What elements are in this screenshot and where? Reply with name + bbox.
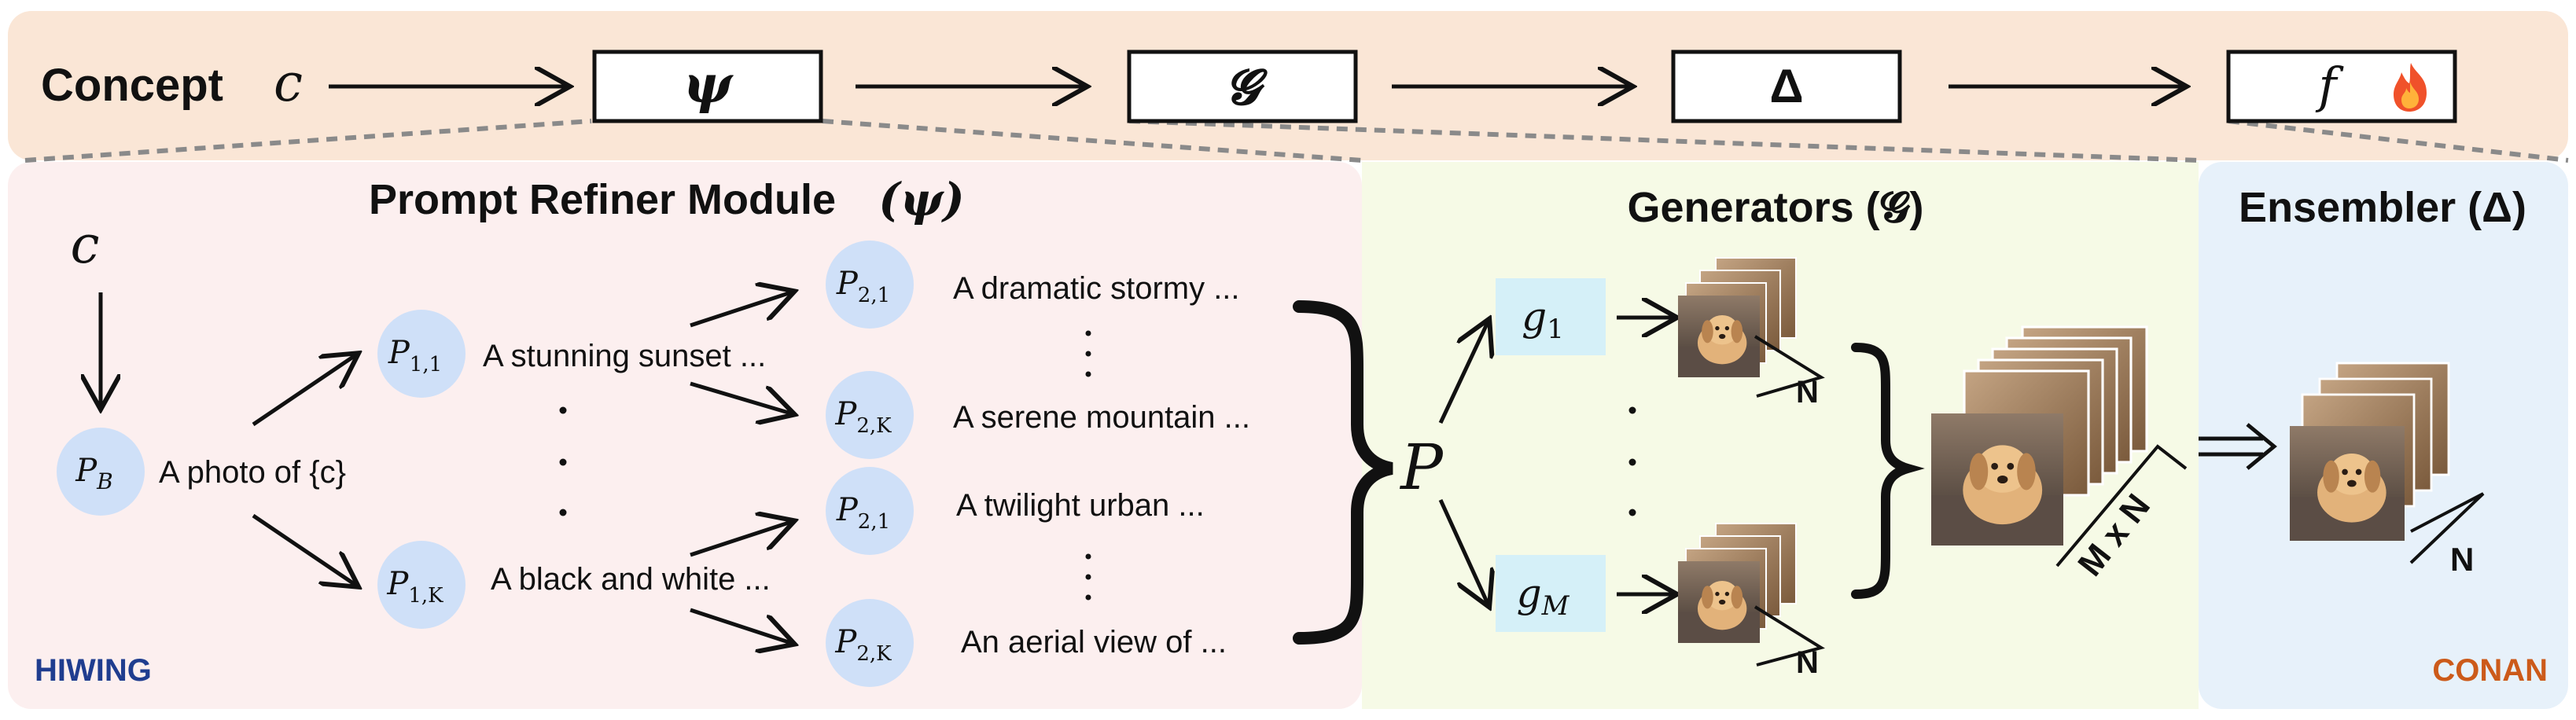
- prompt-text-p2k-a: A serene mountain ...: [953, 400, 1250, 435]
- zoom-guide-generators: [1128, 119, 2199, 163]
- stage-box-psi: [592, 50, 823, 123]
- prompt-set-symbol: P: [1399, 431, 1444, 504]
- bracket-ensembled-n: [2409, 492, 2485, 564]
- level1-ellipsis: [559, 406, 567, 516]
- conan-brand: CONAN: [2432, 653, 2548, 688]
- node-pb: [57, 428, 145, 516]
- generator-ellipsis: [1628, 406, 1636, 516]
- arrow-p-to-g1: [1438, 322, 1488, 424]
- zoom-guide-refiner-right: [822, 119, 1363, 163]
- generator-gm-label: gM: [1517, 571, 1570, 622]
- node-p11-label: P1,1: [388, 335, 442, 377]
- prompt-text-p21-a: A dramatic stormy ...: [953, 271, 1240, 306]
- node-p2k-b: [826, 599, 914, 687]
- n-label-bottom: N: [1796, 645, 1819, 680]
- bracket-bottom-n: [1754, 605, 1825, 667]
- prompt-text-p1k: A black and white ...: [491, 562, 771, 597]
- generator-gm-box: [1496, 555, 1606, 632]
- zoom-guide-refiner-left: [24, 119, 592, 163]
- node-p2k-a: [826, 371, 914, 459]
- node-p1k: [377, 541, 466, 629]
- generator-g1-label: g1: [1522, 294, 1564, 345]
- node-pb-label: PB: [75, 453, 113, 494]
- node-p2k-a-label: P2,K: [834, 396, 892, 438]
- hiwing-brand: HIWING: [35, 653, 152, 688]
- concept-label: Concept: [41, 60, 223, 111]
- node-p1k-label: P1,K: [386, 566, 443, 608]
- arrow-p1k-to-p21b: [690, 522, 791, 557]
- bracket-top-n: [1754, 335, 1825, 398]
- stage-psi: ψ: [683, 53, 734, 115]
- level2-ellipsis-bottom: [1085, 553, 1091, 601]
- arrow-pb-to-p11: [252, 355, 355, 427]
- prompt-text-p11: A stunning sunset ...: [483, 339, 766, 373]
- generator-g1-box: [1496, 278, 1606, 355]
- refiner-input-symbol: c: [71, 215, 100, 275]
- node-p2k-b-label: P2,K: [834, 624, 892, 666]
- node-p21-a: [826, 241, 914, 329]
- arrow-p-to-gm: [1438, 498, 1488, 604]
- prompt-brace: [1293, 300, 1393, 645]
- double-arrow: [2199, 423, 2277, 470]
- node-p21-b-label: P2,1: [836, 492, 890, 534]
- generated-brace: [1851, 343, 1925, 599]
- node-p11: [377, 310, 466, 398]
- fire-icon: [2394, 63, 2427, 112]
- base-prompt-text: A photo of {c}: [159, 455, 346, 490]
- stage-box-generators: [1127, 50, 1358, 123]
- bracket-mxn: [2055, 444, 2188, 568]
- node-p21-b: [826, 467, 914, 555]
- stage-ensembler: Δ: [1769, 60, 1803, 112]
- prompt-text-p21-b: A twilight urban ...: [956, 488, 1205, 523]
- concept-symbol: c: [274, 53, 303, 113]
- node-p21-a-label: P2,1: [836, 266, 890, 307]
- prompt-text-p2k-b: An aerial view of ...: [961, 625, 1227, 659]
- n-label-top: N: [1796, 375, 1819, 410]
- arrow-p1k-to-p2kb: [690, 608, 791, 643]
- n-label-ensembled: N: [2450, 541, 2474, 578]
- refiner-title: Prompt Refiner Module: [369, 176, 836, 223]
- level2-ellipsis-top: [1085, 330, 1091, 377]
- refiner-title-symbol: (ψ): [878, 173, 965, 226]
- stage-box-ensembler: [1671, 50, 1902, 123]
- generators-title: Generators (𝓖): [1628, 184, 1924, 231]
- arrow-p11-to-p2k: [690, 381, 791, 413]
- arrow-pb-to-p1k: [252, 513, 355, 585]
- zoom-guide-ensembler: [2228, 119, 2569, 163]
- arrow-p11-to-p21: [690, 292, 791, 328]
- ensembler-title: Ensembler (Δ): [2239, 184, 2526, 231]
